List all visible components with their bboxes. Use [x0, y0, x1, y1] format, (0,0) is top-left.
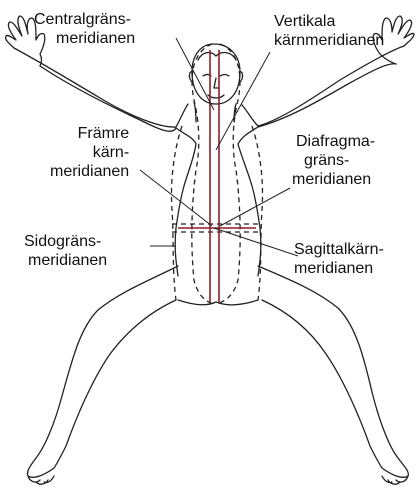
left-arm-outline — [40, 66, 176, 131]
hair-outline — [198, 53, 236, 60]
leader-line — [220, 188, 290, 226]
crotch-outline — [178, 300, 258, 305]
sagittal-core-meridian-label: Sagittalkärn- meridianen — [294, 240, 384, 278]
eye — [220, 75, 229, 77]
torso-outline — [238, 127, 261, 276]
vertical-core-meridian-label: Vertikala kärnmeridianen — [274, 12, 384, 50]
right-leg-outline — [258, 266, 408, 477]
left-leg-outline — [27, 266, 178, 477]
leader-line — [140, 170, 212, 226]
head-outline — [192, 44, 240, 104]
anterior-core-meridian-label: Främre kärn- meridianen — [50, 124, 129, 181]
side-boundary-meridian-line — [171, 126, 182, 300]
nose — [214, 78, 218, 88]
neck-outline — [194, 102, 196, 122]
left-arm-outline — [14, 48, 188, 127]
leader-line — [216, 52, 270, 150]
side-boundary-meridian-label: Sidogräns- meridianen — [24, 232, 107, 270]
central-boundary-meridian-label: Centralgräns- meridianen — [34, 10, 135, 48]
diaphragm-boundary-meridian-label: Diafragma- gräns- meridianen — [292, 132, 375, 189]
